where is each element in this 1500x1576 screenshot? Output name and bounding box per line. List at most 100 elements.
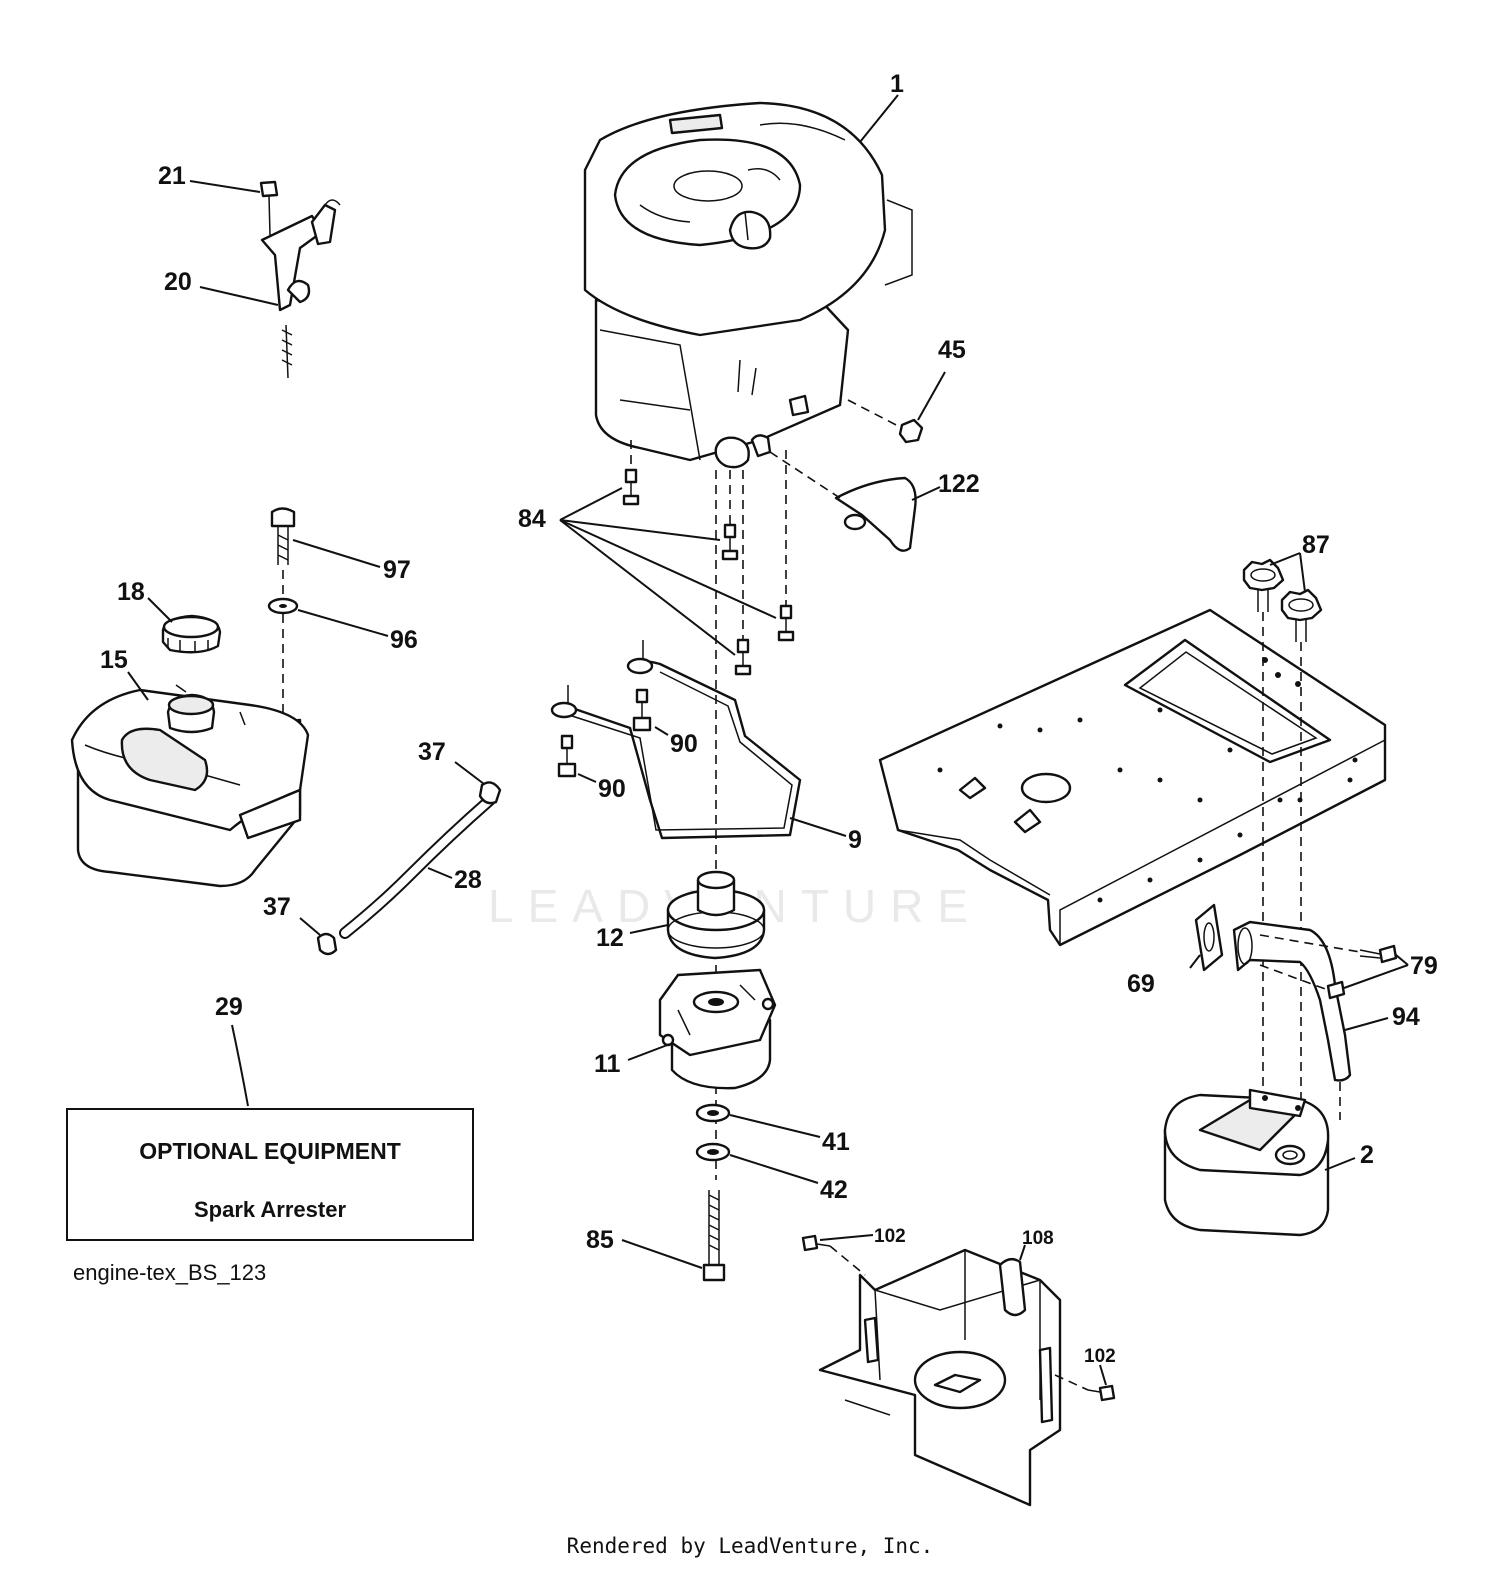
leader-line: [1344, 1017, 1389, 1031]
callout-15[interactable]: 15: [100, 646, 128, 674]
callout-90a[interactable]: 90: [670, 730, 698, 758]
callout-79[interactable]: 79: [1410, 952, 1438, 980]
nut-part[interactable]: [898, 418, 924, 444]
engine-part[interactable]: [583, 101, 913, 469]
assembly-line: [1259, 964, 1329, 991]
callout-11[interactable]: 11: [594, 1050, 621, 1078]
leader-line: [1395, 954, 1409, 966]
leader-line: [299, 917, 321, 936]
callout-2[interactable]: 2: [1360, 1141, 1374, 1169]
bolt-group-90[interactable]: [557, 688, 652, 778]
leader-line: [789, 817, 847, 837]
leader-line: [577, 773, 597, 783]
fuel-tank-part[interactable]: [70, 684, 310, 888]
leader-line: [629, 924, 669, 934]
assembly-line: [769, 451, 841, 499]
assembly-line: [1259, 934, 1361, 953]
callout-37a[interactable]: 37: [418, 738, 446, 766]
leader-line: [559, 519, 736, 656]
leader-line: [729, 1154, 819, 1184]
frame-part[interactable]: [878, 608, 1387, 947]
leader-line: [199, 286, 279, 306]
leader-line: [654, 726, 669, 736]
leader-line: [1269, 552, 1301, 566]
heat-shield-part[interactable]: [834, 476, 917, 552]
screw-part[interactable]: [1098, 1384, 1116, 1402]
leader-line: [231, 1024, 249, 1107]
callout-96[interactable]: 96: [390, 626, 418, 654]
engine-shield-part[interactable]: [818, 1248, 1062, 1507]
leader-line: [917, 371, 946, 421]
callout-1[interactable]: 1: [890, 70, 904, 98]
leader-line: [454, 761, 485, 785]
leader-line: [729, 1114, 821, 1138]
footer-credit: Rendered by LeadVenture, Inc.: [566, 1534, 934, 1558]
leader-line: [859, 94, 899, 143]
leader-line: [627, 1043, 671, 1061]
leader-line: [1099, 1364, 1107, 1386]
callout-94[interactable]: 94: [1392, 1003, 1420, 1031]
callout-87[interactable]: 87: [1302, 531, 1330, 559]
heat-shield-tab: [843, 513, 867, 531]
leader-line: [127, 671, 149, 701]
callout-97[interactable]: 97: [383, 556, 411, 584]
callout-42[interactable]: 42: [820, 1176, 848, 1204]
callout-37b[interactable]: 37: [263, 893, 291, 921]
crank-bolt-part[interactable]: [702, 1190, 726, 1282]
callout-9[interactable]: 9: [848, 826, 862, 854]
assembly-line: [1054, 1374, 1089, 1391]
callout-45[interactable]: 45: [938, 336, 966, 364]
fuel-cap-part[interactable]: [161, 614, 222, 654]
optional-equipment-item: Spark Arrester: [193, 1197, 347, 1222]
screw-part[interactable]: [801, 1234, 819, 1252]
leader-line: [1343, 964, 1409, 989]
leader-line: [189, 180, 261, 193]
leader-line: [427, 867, 453, 879]
leader-line: [621, 1239, 703, 1269]
exhaust-gasket-part[interactable]: [1194, 903, 1224, 972]
callout-69[interactable]: 69: [1127, 970, 1155, 998]
exhaust-pipe-part[interactable]: [1232, 920, 1352, 1082]
callout-28[interactable]: 28: [454, 866, 482, 894]
callout-85[interactable]: 85: [586, 1226, 614, 1254]
callout-12[interactable]: 12: [596, 924, 624, 952]
hose-clamp-part[interactable]: [478, 781, 502, 805]
leader-line: [1189, 954, 1201, 969]
callout-122[interactable]: 122: [938, 470, 980, 498]
leader-line: [819, 1234, 874, 1241]
callout-21[interactable]: 21: [158, 162, 186, 190]
throttle-bracket-part[interactable]: [259, 180, 341, 379]
pulley-part[interactable]: [666, 870, 766, 960]
callout-18[interactable]: 18: [117, 578, 145, 606]
hose-clamp-part[interactable]: [316, 932, 338, 956]
callout-108[interactable]: 108: [1022, 1228, 1054, 1249]
leader-line: [292, 539, 381, 568]
leader-line: [559, 519, 721, 541]
optional-equipment-box: OPTIONAL EQUIPMENT Spark Arrester: [66, 1108, 474, 1241]
muffler-part[interactable]: [1163, 1088, 1330, 1237]
diagram-reference-code: engine-tex_BS_123: [73, 1260, 267, 1285]
leader-line: [559, 519, 777, 619]
callout-29[interactable]: 29: [215, 993, 243, 1021]
leader-line: [147, 597, 173, 623]
optional-equipment-title: OPTIONAL EQUIPMENT: [139, 1138, 401, 1164]
callout-102b[interactable]: 102: [1084, 1346, 1116, 1367]
bolt-group-84[interactable]: [622, 468, 795, 676]
tank-bolt-part[interactable]: [270, 507, 296, 566]
assembly-line: [847, 399, 903, 429]
knob-part[interactable]: [1242, 558, 1323, 642]
leader-line: [1019, 1244, 1026, 1261]
callout-41[interactable]: 41: [822, 1128, 850, 1156]
leader-line: [1324, 1157, 1356, 1171]
leader-line: [297, 609, 389, 637]
leader-line: [1299, 552, 1306, 593]
leader-line: [911, 486, 941, 501]
clutch-part[interactable]: [658, 968, 777, 1090]
bolt-group-79[interactable]: [1326, 944, 1398, 1000]
assembly-line: [829, 1245, 866, 1276]
callout-102a[interactable]: 102: [874, 1226, 906, 1247]
callout-90b[interactable]: 90: [598, 775, 626, 803]
callout-20[interactable]: 20: [164, 268, 192, 296]
callout-84[interactable]: 84: [518, 505, 546, 533]
